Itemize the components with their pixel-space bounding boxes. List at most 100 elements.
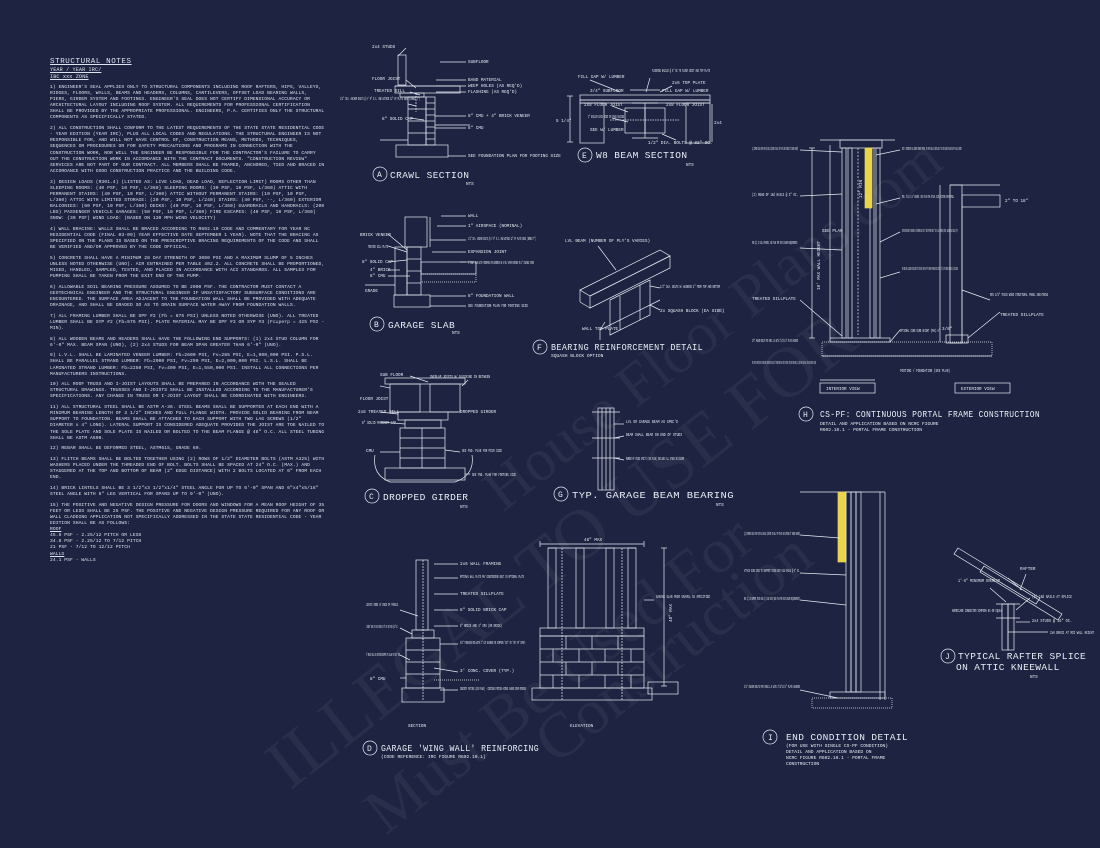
- detail-g-garage-beam-bearing: [553, 407, 625, 502]
- detail-h-sub1: DETAIL AND APPLICATION BASED ON NCRC FIG…: [820, 421, 939, 427]
- label: 1/2" DIA. BOLTS @ 32" OC.: [648, 141, 712, 146]
- label: FASTEN SHEATHING TO HEADER W/ 8d COMMON …: [902, 229, 958, 234]
- label: OPTIONAL CURB CURB HEIGHT (MAX) 8": [900, 329, 940, 334]
- detail-g-title: TYP. GARAGE BEAM BEARING: [572, 490, 734, 501]
- label: MIN (2) 2X SUPPORT STUDS AND (1) KING ST…: [744, 597, 800, 602]
- detail-a-letter: A: [377, 171, 382, 180]
- label: WALL TOP PLATE: [582, 327, 619, 332]
- note-paragraph: 1) ENGINEER'S SEAL APPLIES ONLY TO STRUC…: [50, 85, 325, 121]
- label: GARAGE SLAB OVER GRAVEL AS SPECIFIED: [656, 595, 710, 600]
- label: 4" CONC. SLAB WITH FIBERMESH OR WIREMESH…: [468, 261, 534, 266]
- label: SEE FND. PLAN FOR FOOTING SIZE: [472, 473, 516, 478]
- detail-e-title: W8 BEAM SECTION: [596, 150, 688, 161]
- detail-b-garage-slab: [365, 215, 477, 332]
- label: 2" TO 18": [1005, 199, 1028, 204]
- interior-view-label: INTERIOR VIEW: [826, 387, 860, 392]
- label: 8" BRICK AND 4" CMU (OR BRICK): [460, 624, 502, 629]
- label: 4" BRICK SHALL BE NOTCHED/CHIPPED TO ALL…: [366, 653, 400, 658]
- detail-f-bearing-reinforcement: [532, 245, 671, 355]
- label: 8" CMU + 4" BRICK VENEER: [468, 114, 530, 119]
- label: FILL GAP W/ LUMBER: [578, 75, 625, 80]
- label: SUB FLOOR: [380, 373, 404, 378]
- details-drawing: A CRAWL SECTION NTS 2x4 STUDS SUBFLOOR F…: [340, 45, 1094, 767]
- label: 1/2" DIA. ANCHOR BOLTS @ 6'-0" O.C. AND …: [340, 97, 420, 102]
- label: TREATED SILL PLATE: [368, 245, 388, 250]
- detail-i-sub1: (FOR USE WITH SINGLE CS-PF CONDITION): [786, 743, 888, 749]
- label: 2x4 STUDS @ 16" OC.: [1032, 619, 1072, 624]
- label: FILL GAP W/ LUMBER: [662, 89, 709, 94]
- detail-g-letter: G: [558, 491, 563, 500]
- label: WEEP HOLES (AS REQ'D): [468, 84, 522, 89]
- label: FLOOR JOIST: [372, 77, 401, 82]
- label: 2x6 TOP PLATE: [672, 81, 706, 86]
- detail-b-nts: NTS: [452, 331, 460, 336]
- notes-title: STRUCTURAL NOTES: [50, 58, 132, 66]
- note-paragraph: 10) ALL ROOF TRUSS AND I-JOIST LAYOUTS S…: [50, 382, 313, 400]
- label: LVL OR GARAGE BEAM AS SPEC'D: [626, 420, 678, 425]
- label: CMU: [366, 449, 374, 454]
- label: TREATED SILL: [374, 89, 405, 94]
- label: TREATED SILLPLATE: [1000, 313, 1044, 318]
- label: EXPANSION JOINT: [468, 250, 507, 255]
- roof-line: 45.6 PSF - 2.25/12 PITCH OR LESS: [50, 533, 142, 539]
- detail-i-sub4: CONSTRUCTION: [786, 761, 819, 767]
- label: (2) ROWS OF 16d NAILS @ 3" OC.: [752, 193, 798, 198]
- detail-f-letter: F: [537, 344, 542, 353]
- note-paragraph: 7) ALL FRAMING LUMBER SHALL BE SPF #2 (F…: [50, 313, 325, 331]
- label: 5 1/4": [556, 119, 571, 124]
- detail-d-sub: (CODE REFERENCE: IRC FIGURE R602.10.1): [381, 754, 486, 760]
- label: (6) 16d NAILS AT SPLICE: [1032, 595, 1072, 600]
- detail-h-portal-frame: [798, 139, 1011, 422]
- label: 8" CMU: [370, 677, 386, 682]
- label: 48" MAX: [584, 538, 602, 543]
- label: 3/4" SUBFLOOR: [590, 89, 624, 94]
- label: FLOOR JOIST: [360, 397, 389, 402]
- section-label: SECTION: [408, 724, 426, 729]
- label: 1/2" DIA. ANCHOR BOLTS @ 6'-0" O.C. AND …: [468, 237, 536, 242]
- detail-h-letter: H: [803, 411, 808, 420]
- label: 8" CMU: [468, 126, 484, 131]
- roof-line: 34.8 PSF - 2.25/12 TO 7/12 PITCH: [50, 539, 142, 545]
- label: 2x4 STUDS: [372, 45, 396, 50]
- elevation-label: ELEVATION: [570, 724, 594, 729]
- label: 2x8 TREATED SILL: [358, 410, 400, 415]
- label: DROPPED GIRDER: [460, 410, 497, 415]
- label: 8" CMU: [370, 274, 386, 279]
- label: SEE PLAN: [822, 229, 843, 234]
- label: BRICK VENEER: [360, 233, 391, 238]
- detail-c-letter: C: [369, 493, 374, 502]
- detail-i-sub2: DETAIL AND APPLICATION BASED ON: [786, 749, 872, 755]
- detail-a-crawl-section: [372, 47, 470, 182]
- detail-e-letter: E: [582, 152, 587, 161]
- label: FOOTING / FOUNDATION (SEE PLAN): [900, 369, 950, 374]
- detail-d-title: GARAGE 'WING WALL' REINFORCING: [381, 743, 539, 754]
- label: 8" SOLID CAP: [362, 260, 393, 265]
- label: 2x4: [714, 121, 722, 126]
- label: 4" BRICK: [370, 268, 391, 273]
- label: 8" SOLID MASONRY CAP: [362, 421, 396, 426]
- detail-e-nts: NTS: [686, 163, 694, 168]
- note-paragraph: 4) WALL BRACING: WALLS SHALL BE BRACED A…: [50, 226, 319, 251]
- label: 3/4" ANCHOR BOLTS PER R403.1.6 WITH 2"x2…: [752, 339, 798, 344]
- detail-j-nts: NTS: [1030, 675, 1038, 680]
- walls-line: 24.1 PSF - WALLS: [50, 557, 96, 563]
- label: WALL: [468, 214, 479, 219]
- label: HURRICANE CONNECTOR SIMPSON H4 OR EQUAL: [952, 609, 1002, 614]
- walls-label: WALLS: [50, 551, 65, 557]
- label: FLOORING NAILED @ 6" OC TO FLOOR JOIST A…: [652, 69, 710, 74]
- detail-c-title: DROPPED GIRDER: [383, 492, 468, 503]
- detail-b-letter: B: [374, 321, 379, 330]
- detail-e-w8-beam-section: [567, 77, 713, 163]
- detail-c-dropped-girder: [364, 375, 473, 504]
- label: 8" SOLID CAP: [382, 117, 413, 122]
- label: 2x SQUASH BLOCK (EA SIDE): [660, 309, 724, 314]
- detail-h-title: CS-PF: CONTINUOUS PORTAL FRAME CONSTRUCT…: [820, 409, 1040, 420]
- label: FLASHING (AS REQ'D): [468, 90, 517, 95]
- detail-d-wing-wall: [362, 541, 679, 756]
- detail-a-nts: NTS: [466, 182, 474, 187]
- note-paragraph: 9) L.V.L. SHALL BE LAMINATED VENEER LUMB…: [50, 353, 319, 377]
- detail-d-letter: D: [367, 745, 372, 754]
- detail-i-end-condition: [762, 491, 893, 745]
- roof-line: 21 PSF - 7/12 TO 12/12 PITCH: [50, 545, 130, 551]
- label: 'LADDER' WIRE AT EACH COURSE IN 8" CAP A…: [366, 625, 398, 630]
